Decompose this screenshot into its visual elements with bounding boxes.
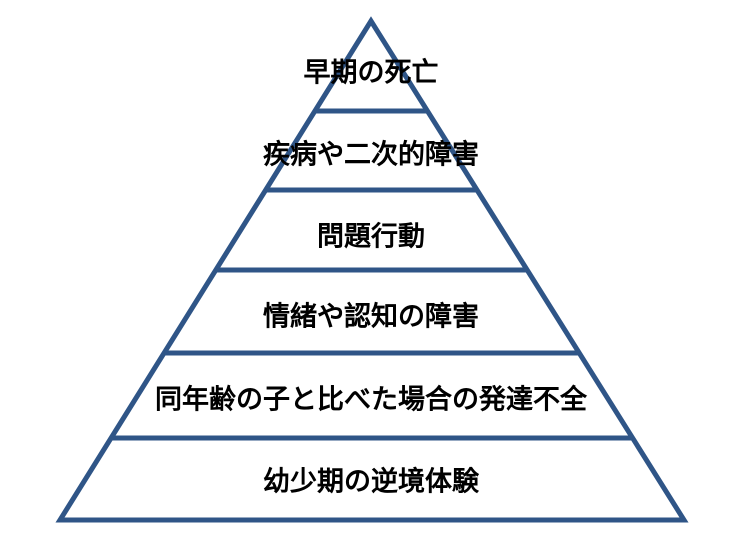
pyramid-outline (55, 16, 689, 523)
level-3-label: 問題行動 (317, 221, 425, 253)
level-6-label: 幼少期の逆境体験 (263, 466, 480, 498)
level-4-label: 情緒や認知の障害 (263, 301, 479, 333)
level-1-label: 早期の死亡 (304, 58, 439, 89)
level-2-label: 疾病や二次的障害 (263, 139, 479, 171)
level-5-label: 同年齢の子と比べた場合の発達不全 (155, 384, 588, 416)
